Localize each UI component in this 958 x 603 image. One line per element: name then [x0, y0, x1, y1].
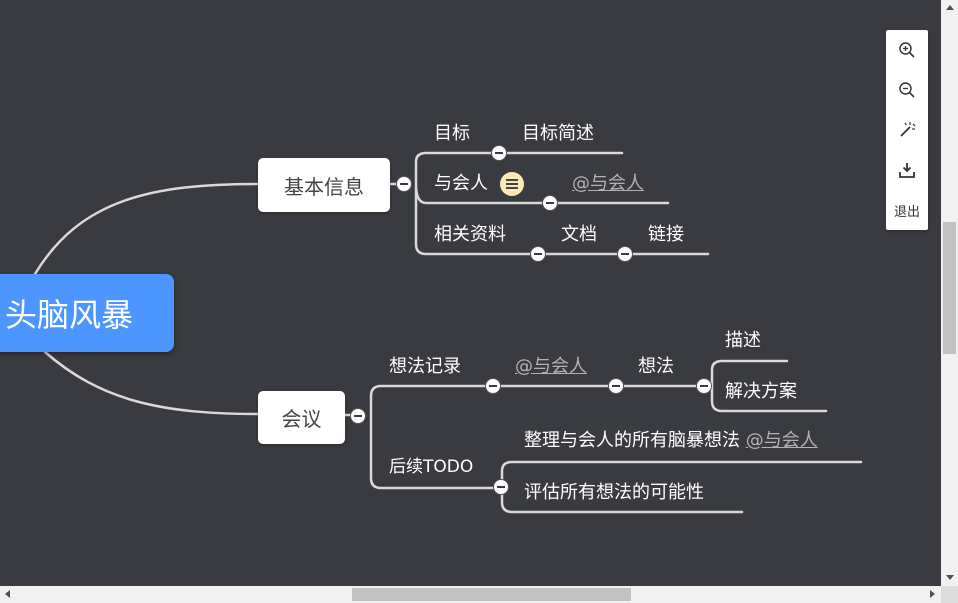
topic-attendees[interactable]: 与会人: [434, 173, 488, 194]
collapse-toggle-goal[interactable]: [491, 145, 507, 161]
topic-describe[interactable]: 描述: [725, 330, 761, 351]
scroll-down-arrow-icon[interactable]: [946, 575, 954, 580]
todo-bracket: [500, 460, 863, 514]
download-icon: [899, 163, 915, 178]
topic-resources[interactable]: 相关资料: [434, 224, 506, 245]
scroll-right-arrow-icon[interactable]: [930, 590, 935, 598]
collapse-toggle-idea[interactable]: [696, 378, 712, 394]
scroll-up-arrow-icon[interactable]: [946, 5, 954, 10]
scrollbar-corner: [941, 586, 958, 603]
exit-button[interactable]: 退出: [893, 204, 920, 220]
collapse-toggle-resources[interactable]: [530, 246, 546, 262]
collapse-toggle-basic-info[interactable]: [396, 176, 412, 192]
zoom-toolbar: 退出: [886, 30, 928, 230]
zoom-in-button[interactable]: [886, 30, 928, 70]
topic-doc[interactable]: 文档: [561, 224, 597, 245]
magic-wand-icon: [900, 122, 916, 137]
topic-solution[interactable]: 解决方案: [725, 381, 797, 402]
todo1-text: 整理与会人的所有脑暴想法: [524, 430, 740, 451]
collapse-toggle-doc[interactable]: [617, 246, 633, 262]
root-topic[interactable]: 头脑风暴: [0, 274, 174, 352]
vertical-scroll-thumb[interactable]: [943, 222, 956, 354]
collapse-toggle-followup[interactable]: [493, 479, 509, 495]
collapse-toggle-ideas[interactable]: [485, 378, 501, 394]
horizontal-scroll-thumb[interactable]: [352, 588, 631, 601]
zoom-out-button[interactable]: [886, 70, 928, 110]
mention-todo1-link[interactable]: @与会人: [745, 430, 818, 451]
topic-followup[interactable]: 后续TODO: [389, 457, 474, 477]
zoom-in-icon: [899, 42, 915, 58]
note-icon[interactable]: [500, 172, 524, 196]
root-link-basic-info: [33, 182, 260, 276]
topic-todo1[interactable]: 整理与会人的所有脑暴想法 @与会人: [524, 430, 818, 452]
magic-fit-button[interactable]: [886, 110, 928, 150]
collapse-toggle-meeting[interactable]: [350, 408, 366, 424]
root-link-meeting: [43, 350, 260, 416]
scroll-left-arrow-icon[interactable]: [5, 590, 10, 598]
collapse-toggle-attendees[interactable]: [542, 195, 558, 211]
download-button[interactable]: [886, 150, 928, 190]
topic-meeting[interactable]: 会议: [258, 391, 345, 444]
topic-ideas[interactable]: 想法记录: [389, 356, 461, 377]
collapse-toggle-ideas-mention[interactable]: [608, 378, 624, 394]
topic-link[interactable]: 链接: [648, 224, 684, 245]
mention-attendees-link[interactable]: @与会人: [572, 173, 644, 194]
topic-todo2[interactable]: 评估所有想法的可能性: [524, 482, 704, 503]
mention-ideas-link[interactable]: @与会人: [515, 356, 587, 377]
topic-idea[interactable]: 想法: [638, 356, 674, 377]
topic-basic-info[interactable]: 基本信息: [258, 158, 390, 212]
topic-goal[interactable]: 目标: [434, 123, 470, 144]
topic-goal-desc[interactable]: 目标简述: [522, 123, 594, 144]
zoom-out-icon: [899, 82, 915, 98]
